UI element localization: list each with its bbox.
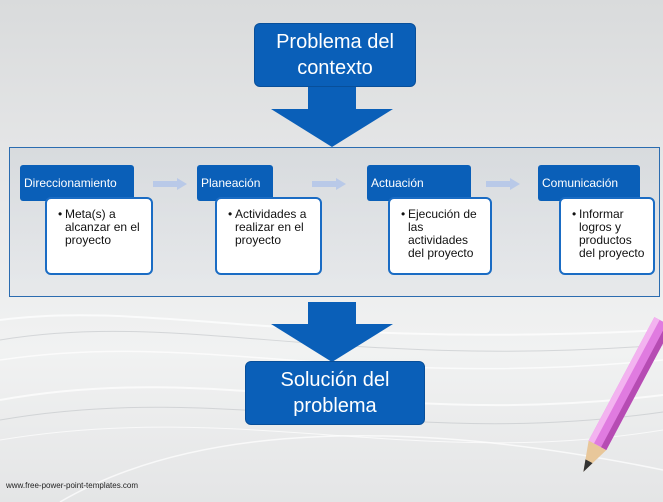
stage-detail-text: Meta(s) a alcanzar en el proyecto xyxy=(65,207,140,247)
bullet-icon: • xyxy=(228,207,233,221)
stage-detail-comunicacion: • Informar logros y productos del proyec… xyxy=(559,197,655,275)
stage-detail-text: Actividades a realizar en el proyecto xyxy=(235,207,307,247)
stage-title-direccionamiento: Direccionamiento xyxy=(20,165,134,201)
problem-solution-box: Solución del problema xyxy=(245,361,425,425)
connector-arrow-icon xyxy=(312,178,346,190)
bullet-icon: • xyxy=(401,207,406,221)
stage-title-planeacion: Planeación xyxy=(197,165,273,201)
stage-detail-text: Ejecución de las actividades del proyect… xyxy=(408,207,477,260)
bullet-icon: • xyxy=(572,207,577,221)
stage-detail-text: Informar logros y productos del proyecto xyxy=(579,207,645,260)
connector-arrow-icon xyxy=(153,178,187,190)
stage-title-actuacion: Actuación xyxy=(367,165,471,201)
down-arrow-icon xyxy=(271,87,393,147)
stage-detail-actuacion: • Ejecución de las actividades del proye… xyxy=(388,197,492,275)
connector-arrow-icon xyxy=(486,178,520,190)
stage-detail-planeacion: • Actividades a realizar en el proyecto xyxy=(215,197,322,275)
stage-detail-direccionamiento: • Meta(s) a alcanzar en el proyecto xyxy=(45,197,153,275)
down-arrow-icon xyxy=(271,302,393,362)
pencil-icon xyxy=(583,317,663,472)
stage-title-comunicacion: Comunicación xyxy=(538,165,640,201)
context-problem-box: Problema del contexto xyxy=(254,23,416,87)
footer-url: www.free-power-point-templates.com xyxy=(6,481,139,490)
bullet-icon: • xyxy=(58,207,63,221)
